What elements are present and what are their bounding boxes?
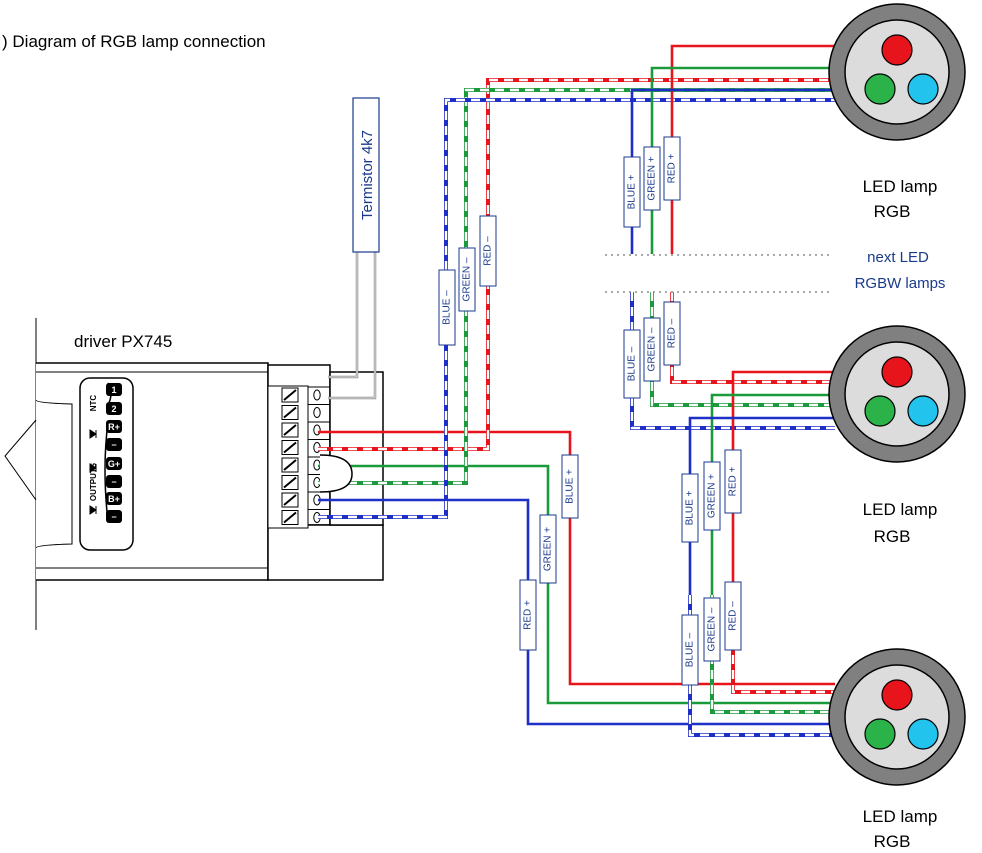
wire-red-plus-lamp2 [731,370,835,595]
wire-red-minus-lamp2 [670,292,835,384]
wire-tag: GREEN + [643,146,661,211]
lamp-label-line2: RGB [874,832,911,851]
led-green [864,395,896,427]
terminal-badge-label: 1 [111,385,116,395]
wire-tag-label: RED + [523,600,534,630]
wire-tag-label: RED – [667,318,678,348]
wire-tag-label: BLUE – [685,632,696,667]
thermistor-label: Termistor 4k7 [359,130,376,220]
lamp-label-line1: LED lamp [863,177,938,196]
wire-tag-label: GREEN – [707,607,718,651]
terminal-badge: B+ [106,492,122,505]
lamp-label-line1: LED lamp [863,500,938,519]
wire-tag-label: BLUE + [627,174,638,209]
terminal-badge-label: − [111,477,116,487]
led-red [881,356,913,388]
wire-tag-label: GREEN + [707,474,718,518]
next-lamps-line1: next LED [867,249,929,266]
outputs-label: OUTPUTS [89,462,98,501]
wire-tag-label: BLUE – [442,290,453,325]
wire-tag: BLUE + [681,473,699,543]
driver-label: driver PX745 [74,332,172,351]
wire-tag: BLUE + [561,454,579,519]
terminal-badge-label: − [111,440,116,450]
wire-tag: RED + [724,449,742,514]
wire-blue-minus-lamp1 [318,98,835,519]
wire-tag-label: RED + [728,466,739,496]
led-blue [907,718,939,750]
lamp-label-line2: RGB [874,202,911,221]
wire-tag-label: RED – [483,236,494,266]
wire-tag-label: GREEN – [647,327,658,371]
wire-tag: RED + [519,579,537,651]
led-red [881,34,913,66]
wires [318,44,835,737]
led-blue [907,395,939,427]
wire-tag: GREEN – [643,317,661,382]
diagram-title: ) Diagram of RGB lamp connection [2,32,266,51]
wire-tag-label: RED + [667,153,678,183]
wire-tag: RED – [663,301,681,366]
jumper-loop [319,454,353,493]
next-lamps-line2: RGBW lamps [855,275,946,292]
wire-tag-label: GREEN + [543,527,554,571]
terminal-badge-label: 2 [111,404,116,414]
wire-tag: GREEN – [458,247,476,312]
wire-tags: BLUE + GREEN + RED + BLUE – GREEN – RED – BLUE… [438,136,742,686]
led-green [864,73,896,105]
led-red [881,679,913,711]
terminal-badge: − [106,510,122,523]
wire-tag: RED – [479,215,497,287]
wire-tag: GREEN + [703,461,721,531]
wire-tag-label: BLUE + [565,469,576,504]
wire-tag-label: BLUE + [685,490,696,525]
terminal-badge-label: B+ [108,494,120,504]
terminal-badge: 2 [106,402,122,415]
terminal-badge: G+ [106,457,122,470]
wire-blue-plus-lamp1 [630,88,835,254]
wire-tag: RED + [663,136,681,201]
wire-tag-label: GREEN + [647,156,658,200]
thermistor: Termistor 4k7 [328,97,380,400]
wire-tag-label: RED – [728,601,739,631]
wire-tag-label: BLUE – [627,346,638,381]
terminal-badge-label: G+ [108,459,120,469]
led-blue [907,73,939,105]
led-diode-icons [89,429,97,515]
lamp-label-line1: LED lamp [863,807,938,826]
thermistor-body [352,97,380,253]
wire-tag: GREEN + [539,514,557,584]
lamp-label-line2: RGB [874,527,911,546]
wire-tag: GREEN – [703,597,721,662]
wire-red-minus-lamp3 [731,595,835,694]
wire-tag-label: GREEN – [462,257,473,301]
terminal-screws [281,386,330,525]
wire-tag: BLUE – [438,269,456,346]
wire-red-minus-lamp1 [318,78,835,451]
wire-tag: BLUE – [623,329,641,399]
wire-red-plus-lamp1 [670,44,835,254]
terminal-badge: − [106,475,122,488]
ntc-label: NTC [89,395,98,412]
wire-tag: BLUE + [623,156,641,228]
terminal-badge-label: R+ [108,422,120,432]
terminal-badge: − [106,438,122,451]
terminal-badge-label: − [111,512,116,522]
wire-tag: RED – [724,581,742,651]
wire-green-minus-lamp1 [318,88,835,485]
wire-tag: BLUE – [681,614,699,686]
terminal-badge: R+ [106,420,122,433]
led-green [864,718,896,750]
cut-line [4,419,37,501]
